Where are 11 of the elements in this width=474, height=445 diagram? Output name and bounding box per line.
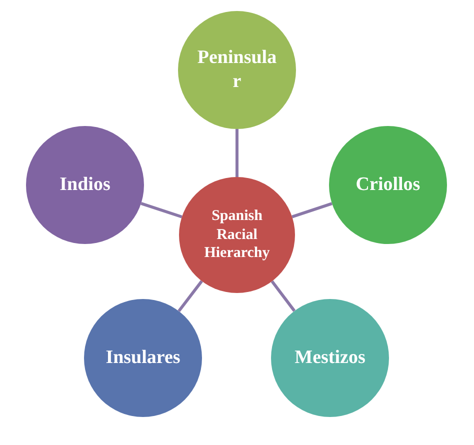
connector-line <box>270 280 296 312</box>
connector-line <box>178 280 203 312</box>
node-label: Spanish Racial Hierarchy <box>203 206 271 264</box>
node-label: Peninsular <box>196 46 278 94</box>
connector-line <box>292 202 332 218</box>
connector-line <box>236 129 238 177</box>
connector-line <box>140 202 182 218</box>
node-label: Mestizos <box>294 346 366 370</box>
node-label: Criollos <box>356 173 420 197</box>
node-label: Insulares <box>106 346 180 370</box>
node-label: Indios <box>60 173 110 197</box>
